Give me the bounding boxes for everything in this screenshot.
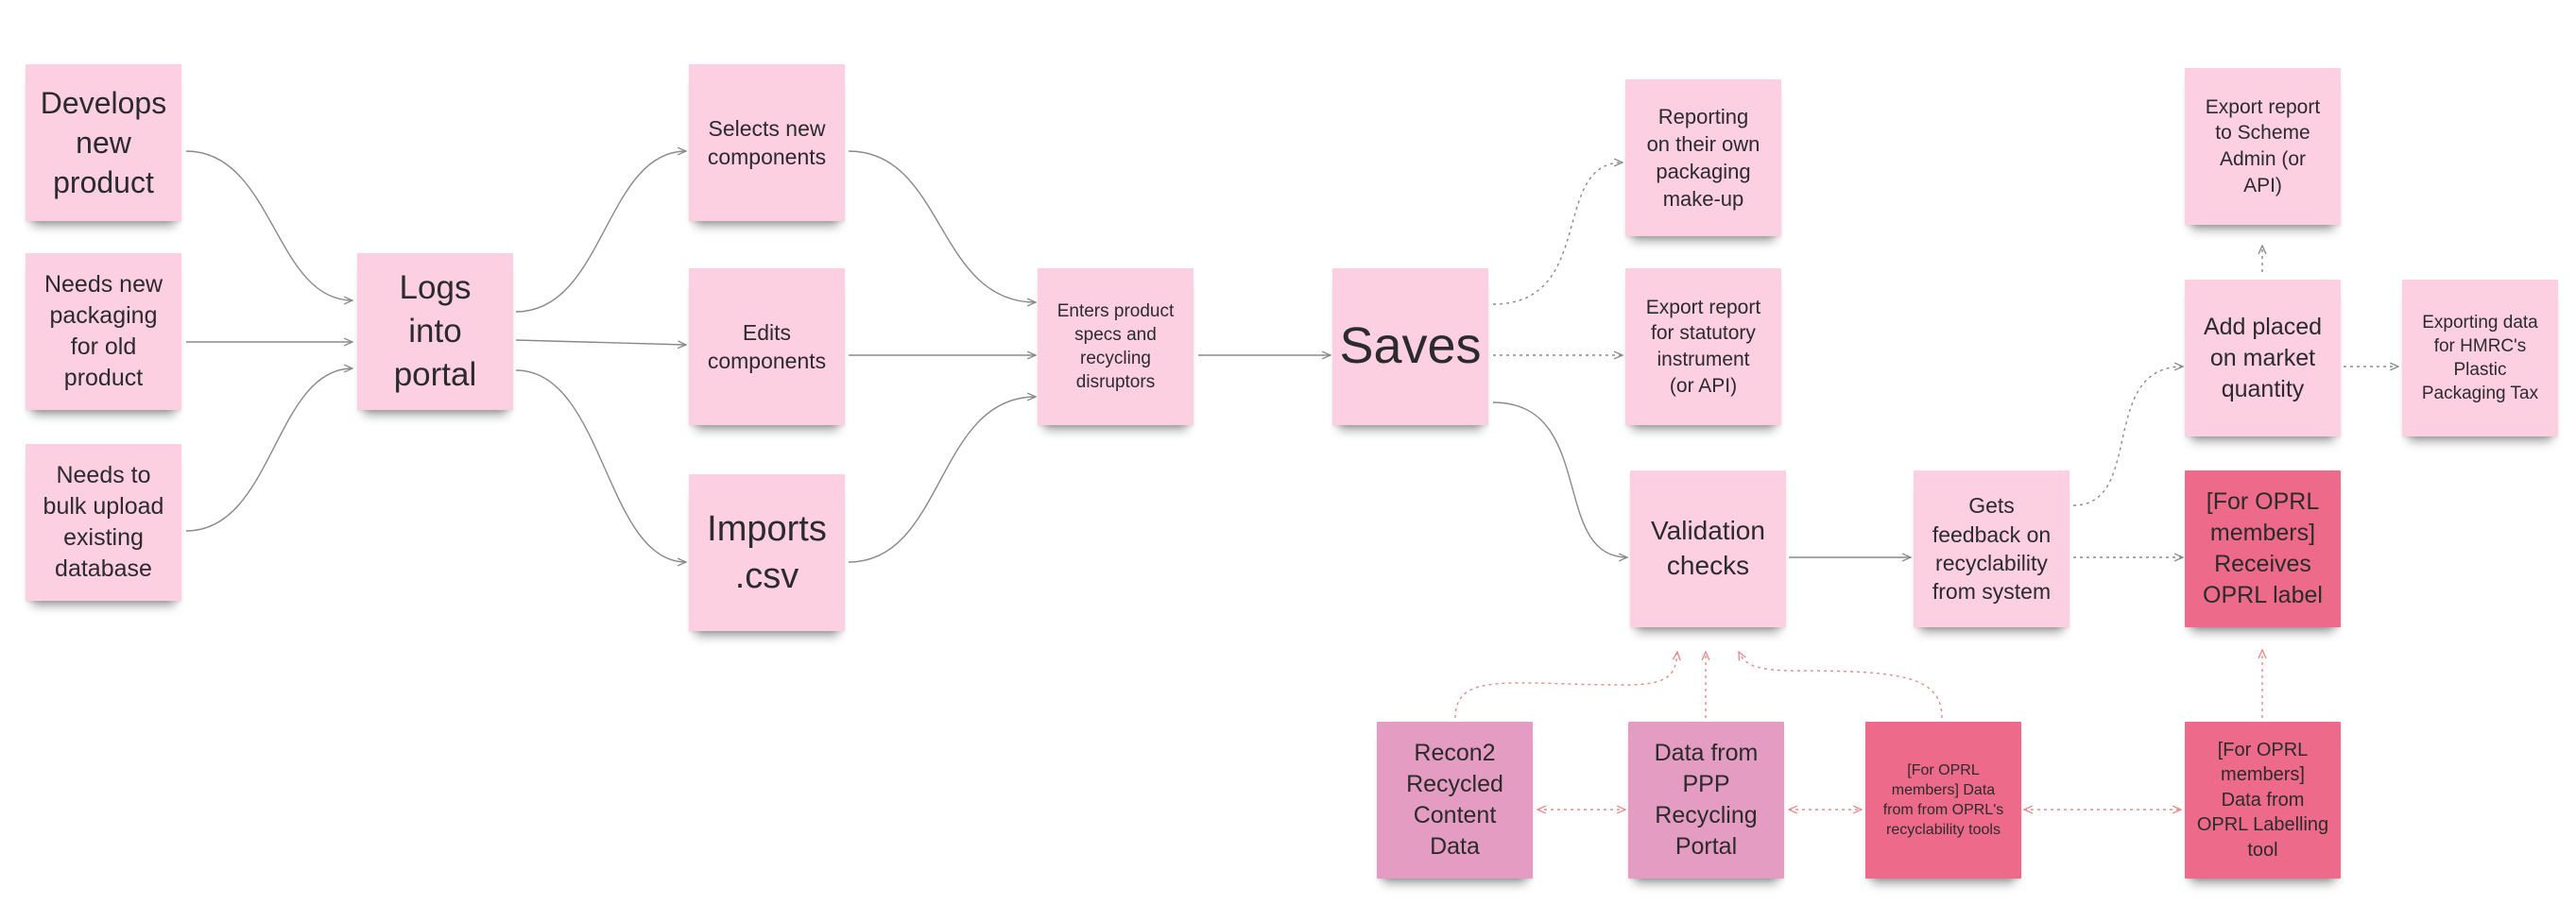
note-label: Reporting on their own packaging make-up: [1646, 104, 1760, 212]
note-selects-new-components[interactable]: Selects new components: [689, 64, 845, 221]
note-label: [For OPRL members] Data from OPRL Labell…: [2196, 740, 2329, 861]
note-label: Saves: [1339, 317, 1482, 375]
note-validation-checks[interactable]: Validation checks: [1630, 470, 1786, 627]
note-oprl-receives-label[interactable]: [For OPRL members] Receives OPRL label: [2185, 470, 2341, 627]
note-label: Imports .csv: [707, 508, 827, 596]
note-label: Data from PPP Recycling Portal: [1654, 740, 1759, 860]
note-reporting-own-packaging[interactable]: Reporting on their own packaging make-up: [1625, 79, 1781, 236]
note-needs-bulk-upload[interactable]: Needs to bulk upload existing database: [26, 444, 181, 601]
note-add-placed-on-market[interactable]: Add placed on market quantity: [2185, 280, 2341, 436]
note-gets-feedback[interactable]: Gets feedback on recyclability from syst…: [1914, 470, 2069, 627]
connector-recon2-to-validation: [1454, 652, 1677, 719]
note-saves[interactable]: Saves: [1332, 268, 1488, 425]
note-export-scheme-admin[interactable]: Export report to Scheme Admin (or API): [2185, 68, 2341, 225]
note-label: Validation checks: [1651, 516, 1765, 580]
note-imports-csv[interactable]: Imports .csv: [689, 474, 845, 631]
note-export-statutory[interactable]: Export report for statutory instrument (…: [1625, 268, 1781, 425]
note-enters-product-specs[interactable]: Enters product specs and recycling disru…: [1038, 268, 1194, 425]
note-oprl-recyclability-tools[interactable]: [For OPRL members] Data from from OPRL's…: [1865, 722, 2021, 879]
note-label: Add placed on market quantity: [2203, 313, 2323, 402]
note-label: Develops new product: [40, 85, 167, 200]
note-label: Gets feedback on recyclability from syst…: [1932, 493, 2052, 605]
connector-imports-to-enters: [848, 397, 1036, 563]
note-label: Exporting data for HMRC's Plastic Packag…: [2421, 312, 2539, 404]
note-recon2-data[interactable]: Recon2 Recycled Content Data: [1377, 722, 1533, 879]
connector-feedback-to-add-placed: [2072, 367, 2183, 506]
note-needs-new-packaging[interactable]: Needs new packaging for old product: [26, 253, 181, 410]
note-ppp-data[interactable]: Data from PPP Recycling Portal: [1628, 722, 1784, 879]
note-label: [For OPRL members] Data from from OPRL's…: [1882, 761, 2004, 839]
connector-oprl-tools-to-validation: [1739, 652, 1943, 719]
connector-bulk-to-logs: [185, 368, 352, 532]
note-label: [For OPRL members] Receives OPRL label: [2203, 488, 2323, 608]
note-label: Needs to bulk upload existing database: [43, 462, 164, 582]
note-exporting-hmrc[interactable]: Exporting data for HMRC's Plastic Packag…: [2402, 280, 2558, 436]
connector-saves-to-validation: [1492, 401, 1627, 557]
note-label: Export report for statutory instrument (…: [1645, 296, 1761, 397]
note-label: Logs into portal: [393, 268, 477, 394]
note-label: Needs new packaging for old product: [43, 271, 163, 391]
connector-logs-to-imports: [515, 369, 686, 562]
note-label: Export report to Scheme Admin (or API): [2205, 95, 2321, 196]
note-label: Edits components: [707, 319, 827, 373]
note-develops-new-product[interactable]: Develops new product: [26, 64, 181, 221]
connector-saves-to-reporting: [1492, 162, 1623, 305]
connector-logs-to-edits: [515, 339, 686, 345]
connector-develops-to-logs: [185, 150, 352, 300]
note-label: Enters product specs and recycling disru…: [1056, 300, 1175, 393]
note-oprl-labelling-tool[interactable]: [For OPRL members] Data from OPRL Labell…: [2185, 722, 2341, 879]
note-label: Recon2 Recycled Content Data: [1406, 740, 1503, 860]
note-logs-into-portal[interactable]: Logs into portal: [357, 253, 513, 410]
note-label: Selects new components: [707, 115, 827, 169]
connector-selects-to-enters: [848, 150, 1036, 302]
note-edits-components[interactable]: Edits components: [689, 268, 845, 425]
connector-logs-to-selects: [515, 151, 686, 313]
